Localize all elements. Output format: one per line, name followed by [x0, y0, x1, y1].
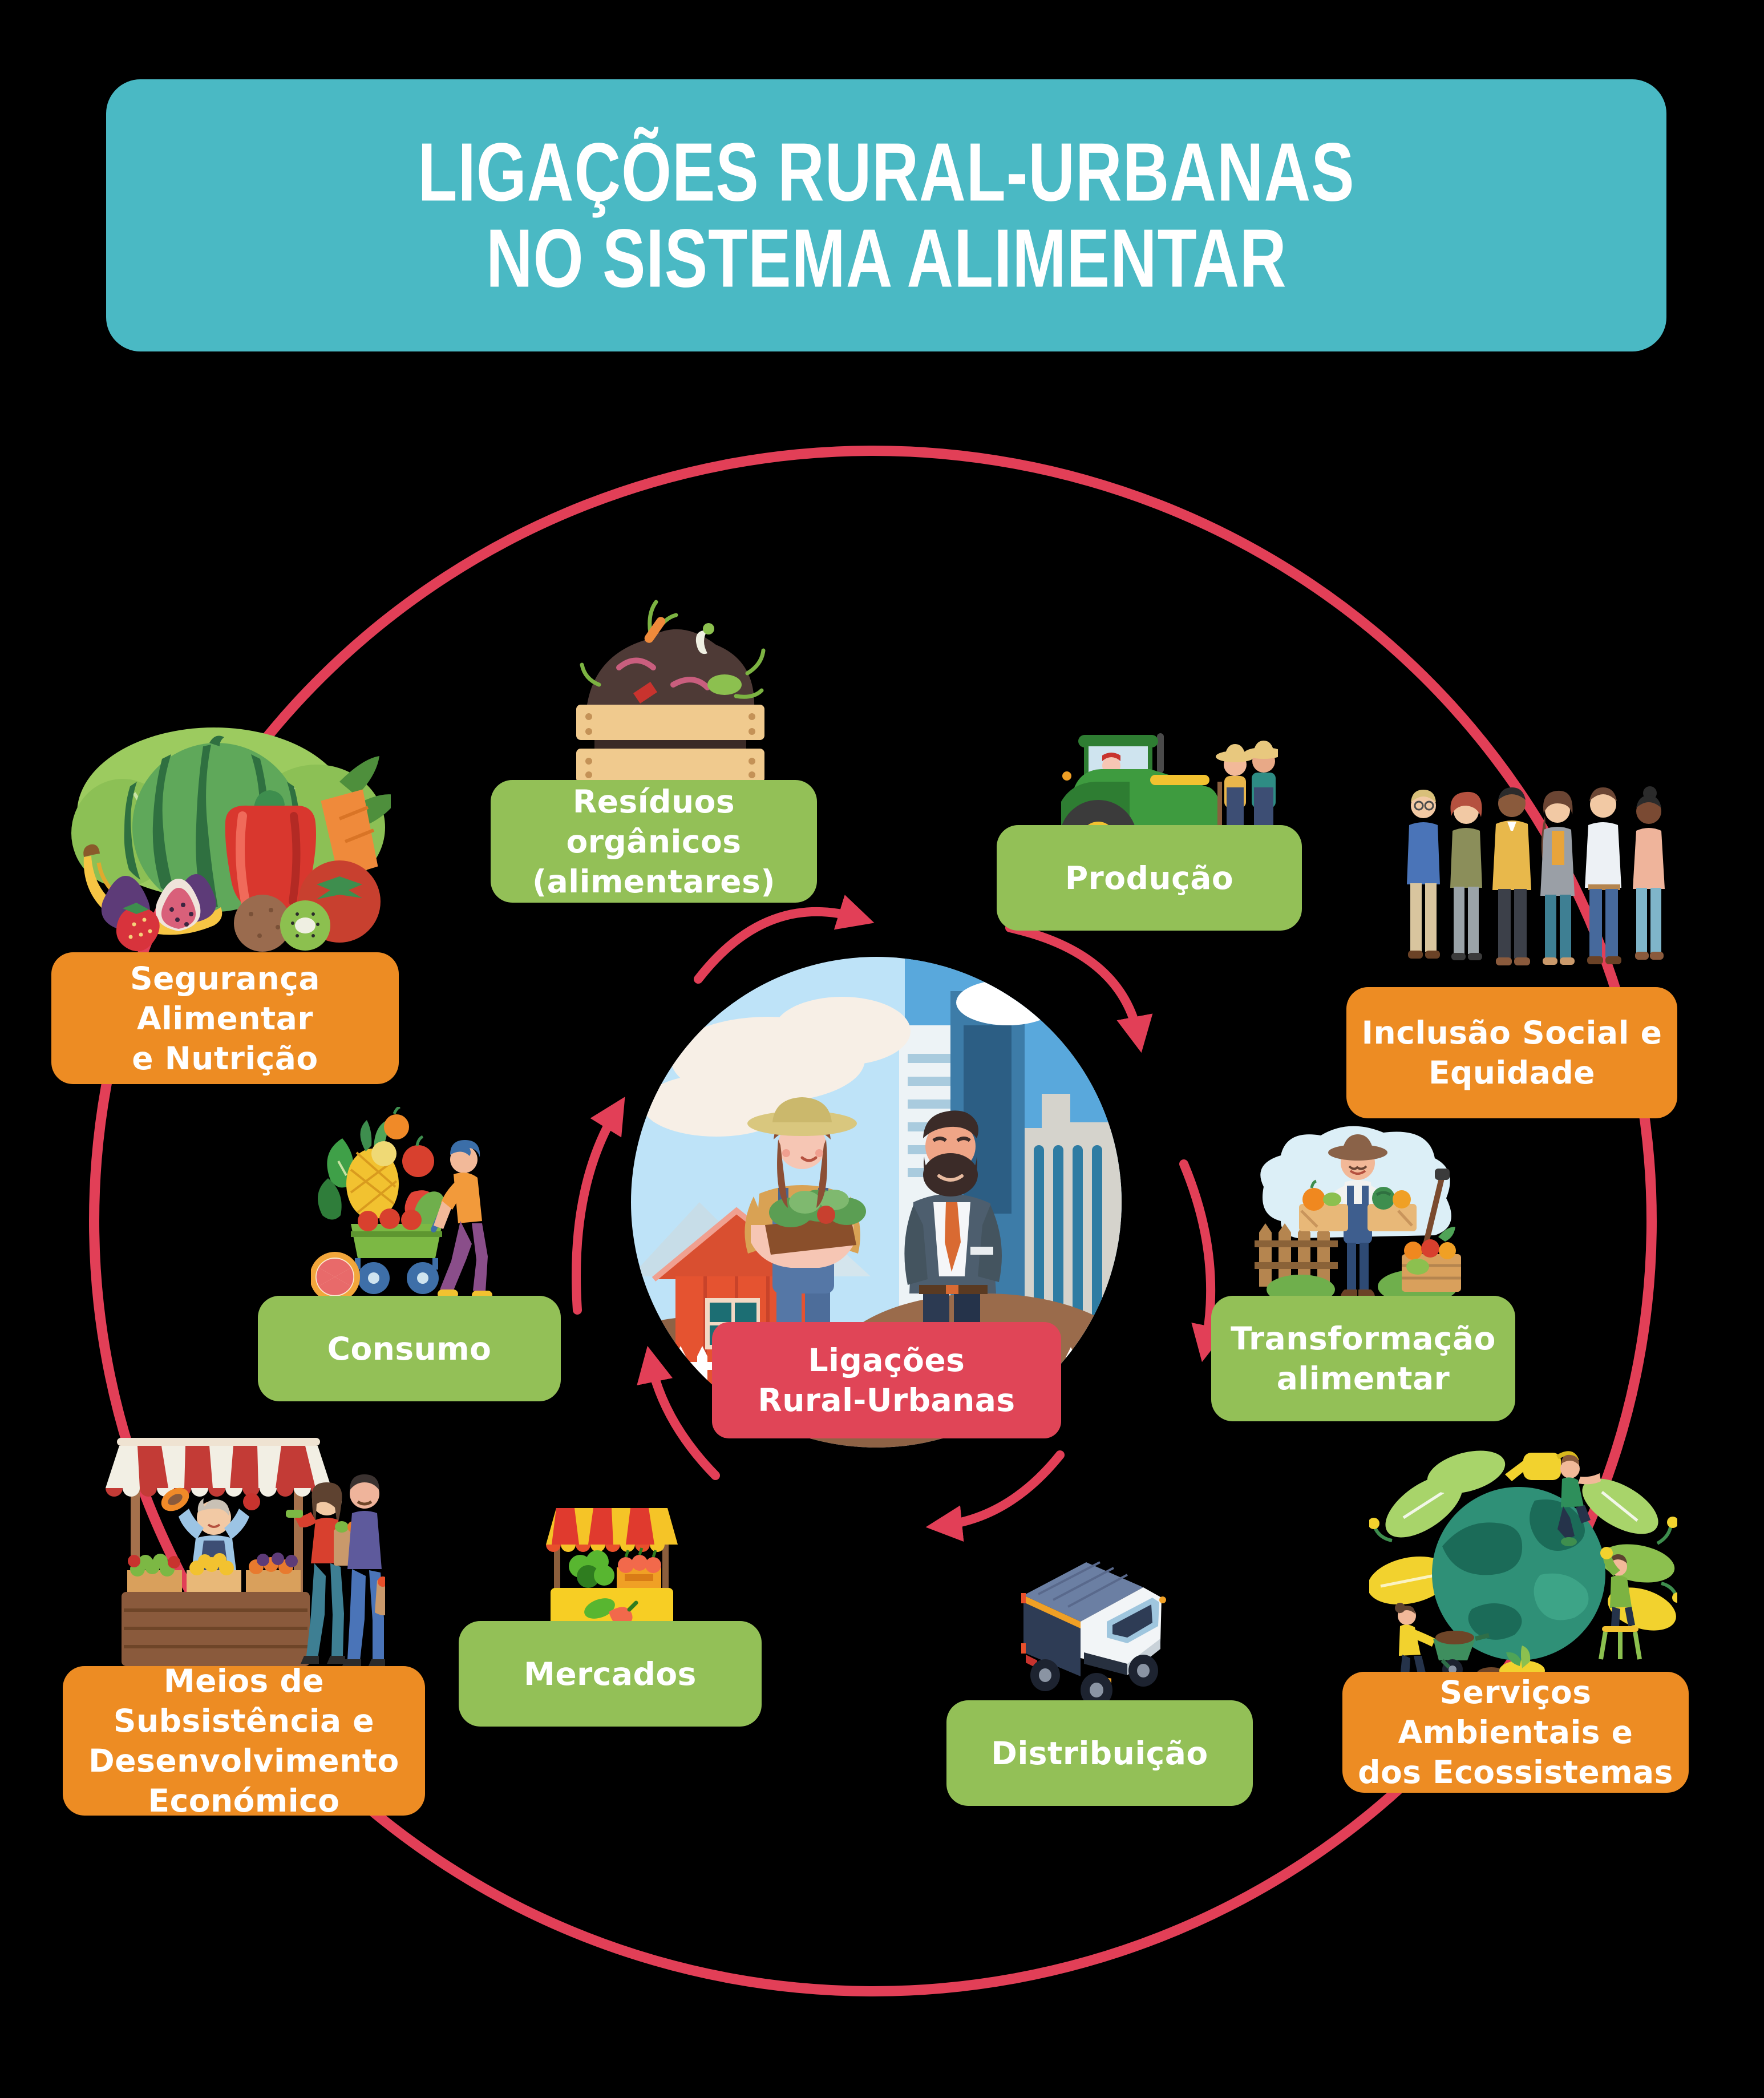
- customer-woman: [286, 1482, 362, 1664]
- red-pepper: [225, 790, 316, 914]
- cab: [1081, 1587, 1166, 1684]
- label-line: Económico: [148, 1782, 340, 1819]
- counter: [122, 1592, 310, 1666]
- market-stand-illustration: [546, 1508, 678, 1627]
- person-left-wheelbarrow: [1395, 1603, 1506, 1681]
- person-right: [1599, 1547, 1642, 1660]
- kiwi: [234, 895, 330, 952]
- outer-cycle-ring: [89, 446, 1657, 1996]
- title-line-1: LIGAÇÕES RURAL-URBANAS: [418, 126, 1355, 219]
- arrow-top-right: [1005, 923, 1153, 1053]
- right-crate: [1367, 1187, 1417, 1231]
- counter: [551, 1588, 673, 1627]
- leaves: [1369, 1450, 1677, 1631]
- apple: [402, 1145, 434, 1177]
- center-label-line: Ligações: [808, 1342, 965, 1379]
- label-line: Consumo: [327, 1330, 492, 1367]
- carrots: [321, 756, 391, 879]
- label-line: e Nutrição: [132, 1040, 318, 1077]
- grapefruit-slice: [311, 1252, 360, 1302]
- label-residuos-organicos: Resíduos orgânicos (alimentares): [491, 780, 817, 903]
- compost-crate-illustration: [576, 600, 766, 783]
- person-with-fruit-cart-illustration: [311, 1107, 492, 1302]
- leaves: [318, 1138, 354, 1220]
- delivery-truck-illustration: [1021, 1561, 1166, 1707]
- fence: [1255, 1223, 1338, 1287]
- fruits-and-vegetables-illustration: [71, 727, 391, 952]
- label-line: Transformação: [1231, 1320, 1496, 1357]
- label-line: Distribuição: [991, 1735, 1208, 1772]
- person-2: [1450, 791, 1482, 960]
- person-3: [1492, 787, 1531, 965]
- left-crate: [1299, 1179, 1348, 1231]
- title-line-2: NO SISTEMA ALIMENTAR: [485, 212, 1287, 305]
- label-line: Equidade: [1428, 1054, 1596, 1091]
- arrow-top-left: [694, 895, 875, 984]
- label-line: Serviços Ambientais e: [1398, 1674, 1633, 1751]
- label-line: dos Ecossistemas: [1358, 1754, 1673, 1790]
- label-line: alimentar: [1276, 1360, 1450, 1397]
- person-on-top: [1557, 1454, 1601, 1546]
- arrow-right: [1179, 1159, 1228, 1363]
- orange-fruit: [384, 1114, 409, 1139]
- shopper: [434, 1140, 492, 1300]
- center-label-box: Ligações Rural-Urbanas: [712, 1322, 1061, 1438]
- label-mercados: Mercados: [459, 1621, 762, 1727]
- label-seguranca-alimentar: Segurança Alimentar e Nutrição: [51, 952, 399, 1084]
- arrow-bottom-left: [637, 1345, 720, 1480]
- center-label-line: Rural-Urbanas: [758, 1382, 1015, 1418]
- person-5: [1585, 787, 1621, 964]
- label-servicos-ambientais: Serviços Ambientais e dos Ecossistemas: [1342, 1672, 1689, 1793]
- customer-man: [342, 1474, 385, 1667]
- label-line: Segurança Alimentar: [130, 960, 321, 1037]
- fruit-crate: [617, 1547, 661, 1588]
- businessman: [904, 1110, 1002, 1430]
- person-4: [1540, 790, 1575, 965]
- diverse-people-group-illustration: [1407, 786, 1665, 965]
- awning: [106, 1446, 331, 1497]
- pear: [371, 1141, 397, 1166]
- label-line: (alimentares): [532, 863, 775, 900]
- arrow-left: [572, 1097, 625, 1315]
- trailer: [1021, 1561, 1143, 1676]
- label-distribuicao: Distribuição: [946, 1700, 1253, 1806]
- label-line: Desenvolvimento: [88, 1743, 399, 1779]
- label-consumo: Consumo: [258, 1296, 561, 1401]
- market-stall-with-vendor-illustration: [106, 1438, 385, 1667]
- label-line: Produção: [1065, 859, 1234, 896]
- label-line: Inclusão Social e: [1361, 1014, 1662, 1051]
- title-banner: LIGAÇÕES RURAL-URBANAS NO SISTEMA ALIMEN…: [106, 79, 1666, 351]
- papaya: [161, 1487, 189, 1511]
- produce-crates: [127, 1553, 301, 1593]
- awning: [546, 1508, 678, 1552]
- harvest-crate-and-shovel: [1402, 1169, 1461, 1292]
- person-1: [1407, 790, 1440, 959]
- label-transformacao: Transformação alimentar: [1211, 1296, 1515, 1421]
- tote-bag: [375, 1576, 385, 1615]
- label-line: Mercados: [524, 1655, 697, 1692]
- wheelbarrow: [1433, 1631, 1490, 1680]
- figs: [101, 874, 216, 931]
- label-inclusao-social: Inclusão Social e Equidade: [1346, 987, 1677, 1118]
- arrow-bottom: [925, 1450, 1065, 1542]
- label-line: Resíduos orgânicos: [566, 783, 742, 860]
- vegetables: [569, 1550, 614, 1588]
- label-producao: Produção: [997, 825, 1302, 931]
- earth-globe-with-people-illustration: [1369, 1450, 1677, 1681]
- person-6: [1633, 786, 1665, 960]
- farmer: [1299, 1134, 1417, 1302]
- label-line: Meios de Subsistência e: [113, 1663, 375, 1739]
- farmer-with-produce-crates-illustration: [1255, 1126, 1461, 1304]
- apple: [243, 1493, 260, 1510]
- strawberry: [116, 903, 160, 952]
- label-meios-subsistencia: Meios de Subsistência e Desenvolvimento …: [63, 1663, 425, 1819]
